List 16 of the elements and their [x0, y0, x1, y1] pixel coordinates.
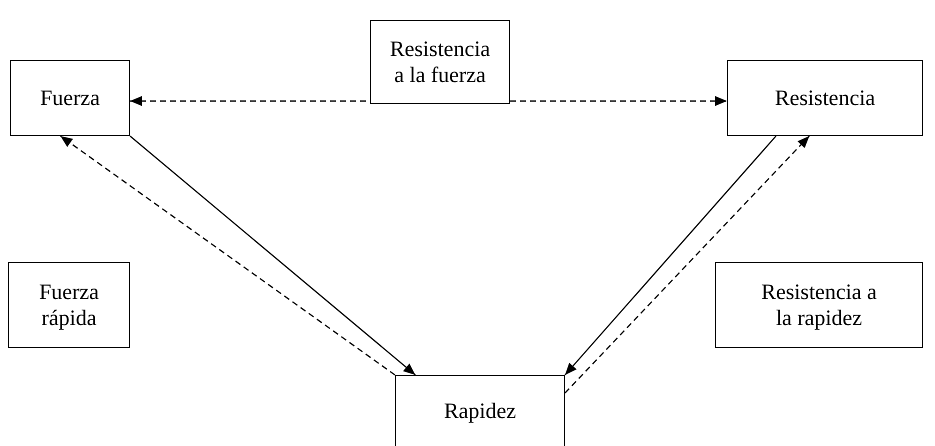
concept-box [395, 375, 565, 446]
box-label: Resistencia [774, 84, 876, 112]
concept-box [727, 60, 923, 136]
concept-box [10, 60, 130, 136]
box-label: Fuerza [40, 84, 100, 112]
concept-box [715, 262, 923, 348]
box-label: Resistencia a la fuerza [388, 36, 492, 88]
arrow [60, 135, 396, 376]
arrow [564, 136, 776, 376]
arrow [130, 136, 416, 376]
arrow [564, 136, 810, 394]
concept-box [8, 262, 130, 348]
box-label: Fuerza rápida [38, 278, 100, 332]
box-label: Resistencia a la rapidez [760, 278, 878, 332]
box-label: Rapidez [444, 398, 516, 424]
concept-box [370, 20, 510, 104]
